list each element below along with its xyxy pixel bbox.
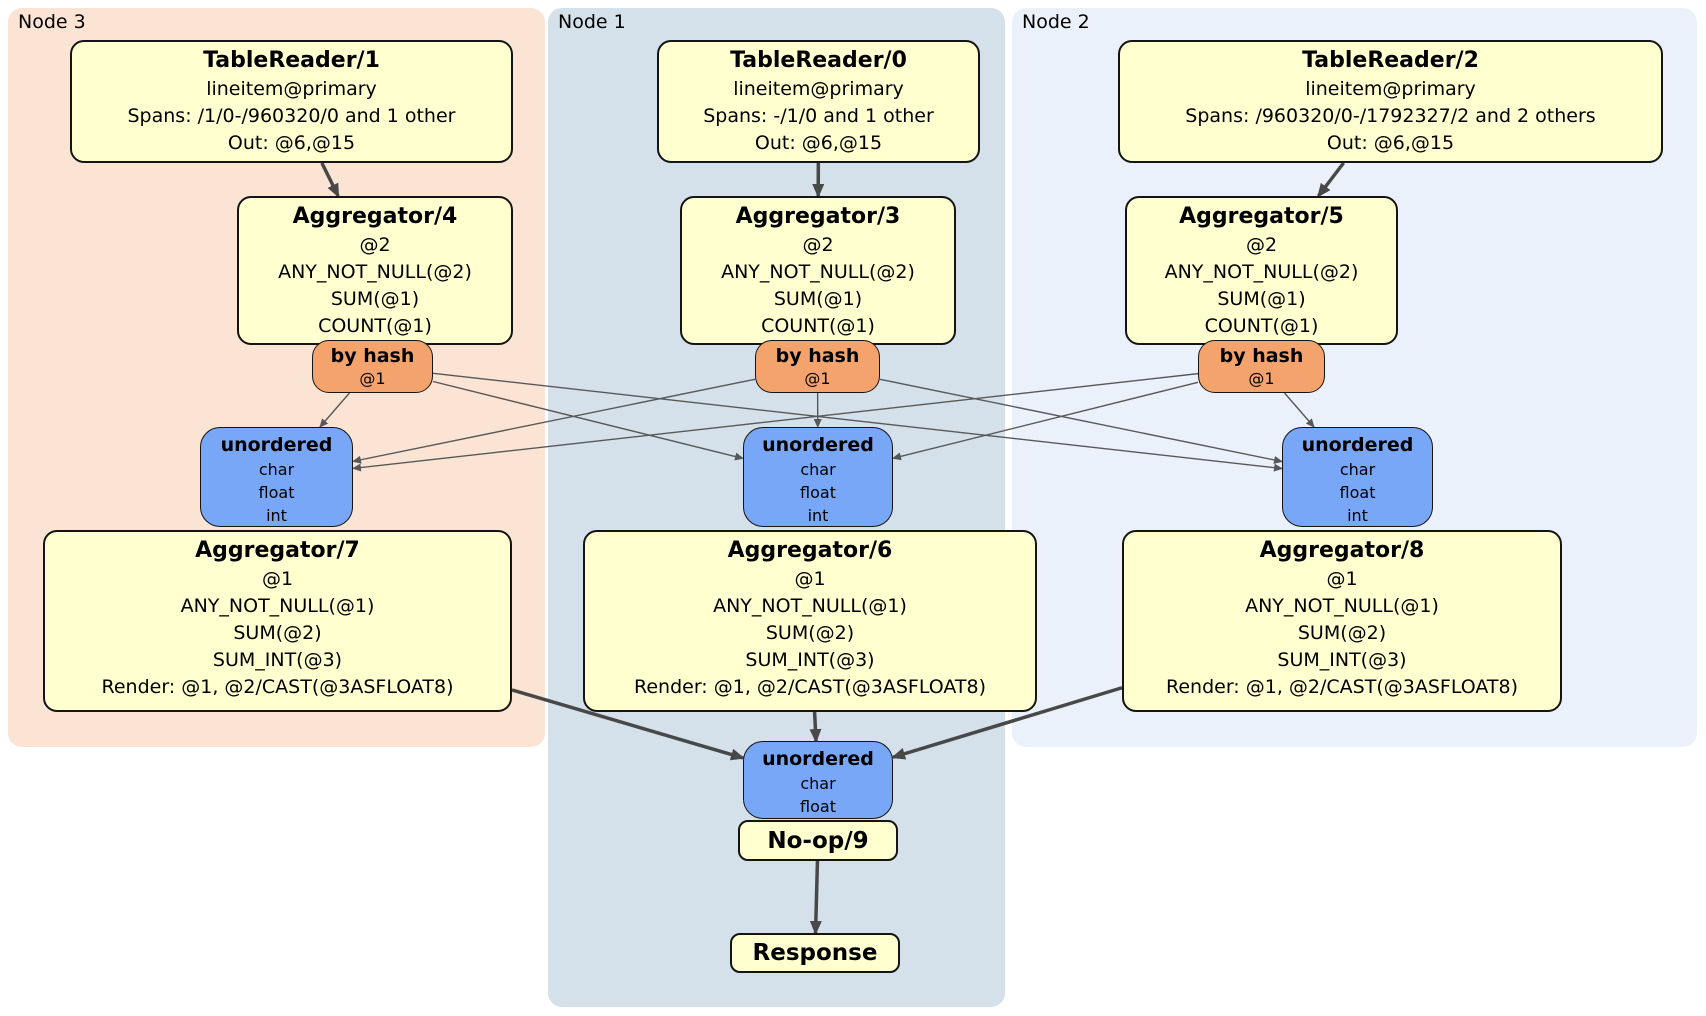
sync-title: unordered <box>762 434 874 456</box>
processor-detail-line: Spans: /1/0-/960320/0 and 1 other <box>127 105 456 127</box>
processor-aggregator-3: Aggregator/3 @2 ANY_NOT_NULL(@2) SUM(@1)… <box>680 196 956 345</box>
processor-detail-line: Render: @1, @2/CAST(@3ASFLOAT8) <box>101 676 454 698</box>
response-box: Response <box>730 933 900 973</box>
processor-detail-line: SUM(@2) <box>233 622 322 644</box>
sync-unordered-center: unordered char float int <box>743 427 893 527</box>
node2-region-label: Node 2 <box>1022 11 1090 33</box>
router-title: by hash <box>330 345 415 367</box>
processor-aggregator-4: Aggregator/4 @2 ANY_NOT_NULL(@2) SUM(@1)… <box>237 196 513 345</box>
node3-region-label: Node 3 <box>18 11 86 33</box>
processor-detail-line: ANY_NOT_NULL(@2) <box>278 261 472 283</box>
processor-detail-line: @1 <box>261 568 294 590</box>
sync-column-type: char <box>1339 460 1376 479</box>
processor-detail-line: Spans: /960320/0-/1792327/2 and 2 others <box>1185 105 1596 127</box>
processor-detail-line: @1 <box>794 568 826 590</box>
processor-detail-line: SUM_INT(@3) <box>212 649 343 671</box>
router-title: by hash <box>775 345 860 367</box>
processor-title: Aggregator/5 <box>1179 204 1344 229</box>
sync-title: unordered <box>1301 434 1414 456</box>
processor-title: TableReader/0 <box>730 48 907 73</box>
processor-tablereader-1: TableReader/1 lineitem@primary Spans: /1… <box>70 40 513 163</box>
sync-column-type: float <box>1339 483 1376 502</box>
node1-region-label: Node 1 <box>558 11 626 33</box>
sync-column-type: int <box>266 506 287 525</box>
sync-unordered-right: unordered char float int <box>1282 427 1433 527</box>
router-hash-column: @1 <box>359 369 386 388</box>
processor-title: Aggregator/7 <box>195 538 360 563</box>
processor-detail-line: @2 <box>802 234 834 256</box>
processor-detail-line: SUM(@1) <box>773 288 863 310</box>
router-by-hash-4: by hash @1 <box>312 340 433 393</box>
processor-title: Aggregator/3 <box>735 204 901 229</box>
processor-detail-line: Out: @6,@15 <box>754 132 883 154</box>
processor-detail-line: @2 <box>359 234 391 256</box>
processor-title: Aggregator/4 <box>292 204 458 229</box>
processor-detail-line: ANY_NOT_NULL(@1) <box>1245 595 1439 617</box>
processor-aggregator-6: Aggregator/6 @1 ANY_NOT_NULL(@1) SUM(@2)… <box>583 530 1037 712</box>
processor-detail-line: Spans: -/1/0 and 1 other <box>703 105 934 127</box>
processor-aggregator-5: Aggregator/5 @2 ANY_NOT_NULL(@2) SUM(@1)… <box>1125 196 1398 345</box>
processor-noop-9: No-op/9 <box>738 820 898 861</box>
processor-detail-line: @1 <box>1326 568 1358 590</box>
sync-column-type: char <box>800 460 836 479</box>
processor-detail-line: Out: @6,@15 <box>227 132 356 154</box>
sync-column-type: char <box>800 774 836 793</box>
processor-detail-line: SUM(@1) <box>330 288 420 310</box>
sync-unordered-final: unordered char float <box>743 741 893 819</box>
processor-detail-line: Render: @1, @2/CAST(@3ASFLOAT8) <box>634 676 986 698</box>
response-title: Response <box>752 940 878 966</box>
processor-tablereader-0: TableReader/0 lineitem@primary Spans: -/… <box>657 40 980 163</box>
processor-aggregator-7: Aggregator/7 @1 ANY_NOT_NULL(@1) SUM(@2)… <box>43 530 512 712</box>
sync-title: unordered <box>762 748 874 770</box>
processor-title: Aggregator/6 <box>727 538 893 563</box>
processor-title: Aggregator/8 <box>1259 538 1425 563</box>
processor-detail-line: lineitem@primary <box>733 78 904 100</box>
processor-detail-line: COUNT(@1) <box>318 315 432 337</box>
processor-detail-line: ANY_NOT_NULL(@1) <box>713 595 907 617</box>
router-hash-column: @1 <box>804 369 831 388</box>
processor-title: TableReader/1 <box>203 48 380 73</box>
processor-title: No-op/9 <box>767 827 869 854</box>
sync-unordered-left: unordered char float int <box>200 427 353 527</box>
processor-detail-line: COUNT(@1) <box>1204 315 1319 337</box>
processor-aggregator-8: Aggregator/8 @1 ANY_NOT_NULL(@1) SUM(@2)… <box>1122 530 1562 712</box>
sync-column-type: int <box>1347 506 1368 525</box>
sync-column-type: float <box>258 483 295 502</box>
processor-tablereader-2: TableReader/2 lineitem@primary Spans: /9… <box>1118 40 1663 163</box>
processor-detail-line: SUM(@2) <box>1297 622 1387 644</box>
processor-detail-line: ANY_NOT_NULL(@2) <box>721 261 915 283</box>
processor-detail-line: Render: @1, @2/CAST(@3ASFLOAT8) <box>1166 676 1518 698</box>
processor-detail-line: @2 <box>1245 234 1278 256</box>
sync-column-type: float <box>800 483 836 502</box>
processor-detail-line: SUM_INT(@3) <box>1277 649 1407 671</box>
sync-column-type: char <box>258 460 295 479</box>
router-by-hash-5: by hash @1 <box>1198 340 1325 393</box>
processor-detail-line: Out: @6,@15 <box>1326 132 1455 154</box>
processor-detail-line: lineitem@primary <box>206 78 377 100</box>
router-by-hash-3: by hash @1 <box>755 340 880 393</box>
sync-column-type: int <box>807 506 829 525</box>
router-title: by hash <box>1219 345 1304 367</box>
processor-detail-line: lineitem@primary <box>1305 78 1476 100</box>
sync-title: unordered <box>220 434 333 456</box>
sync-column-type: float <box>800 797 836 816</box>
processor-detail-line: COUNT(@1) <box>761 315 875 337</box>
processor-detail-line: SUM(@2) <box>765 622 855 644</box>
processor-detail-line: ANY_NOT_NULL(@1) <box>180 595 375 617</box>
router-hash-column: @1 <box>1248 369 1275 388</box>
processor-detail-line: ANY_NOT_NULL(@2) <box>1164 261 1359 283</box>
processor-detail-line: SUM(@1) <box>1217 288 1306 310</box>
processor-detail-line: SUM_INT(@3) <box>745 649 875 671</box>
processor-title: TableReader/2 <box>1302 48 1479 73</box>
